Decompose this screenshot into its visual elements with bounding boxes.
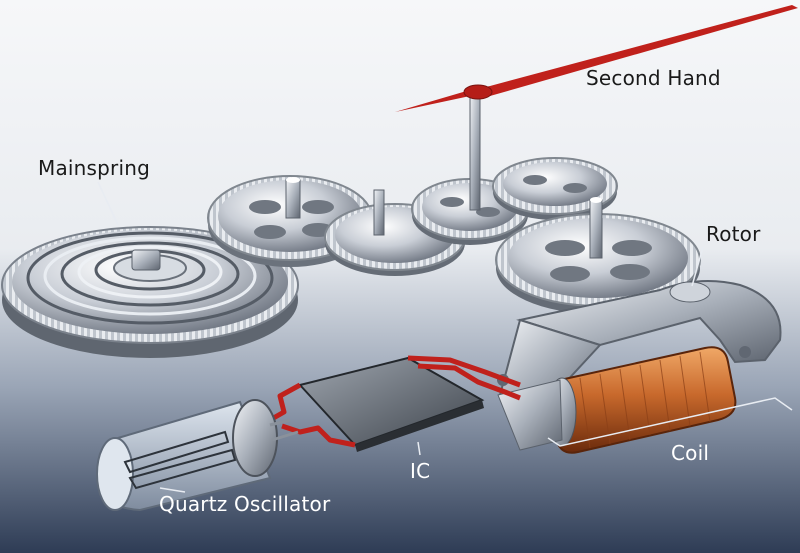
callout-lines xyxy=(97,181,793,493)
circuit-traces xyxy=(268,355,521,448)
label-ic: IC xyxy=(410,459,431,483)
quartz-oscillator xyxy=(96,399,299,512)
mainspring-barrel xyxy=(1,226,299,358)
second-hand xyxy=(395,5,798,211)
label-rotor: Rotor xyxy=(706,222,761,246)
label-coil: Coil xyxy=(671,441,710,465)
label-mainspring: Mainspring xyxy=(38,156,151,180)
gear-top-right xyxy=(492,157,618,220)
label-quartz-oscillator: Quartz Oscillator xyxy=(159,492,331,516)
label-second-hand: Second Hand xyxy=(586,66,721,90)
ic-chip xyxy=(298,356,485,452)
gear-right xyxy=(495,197,701,314)
